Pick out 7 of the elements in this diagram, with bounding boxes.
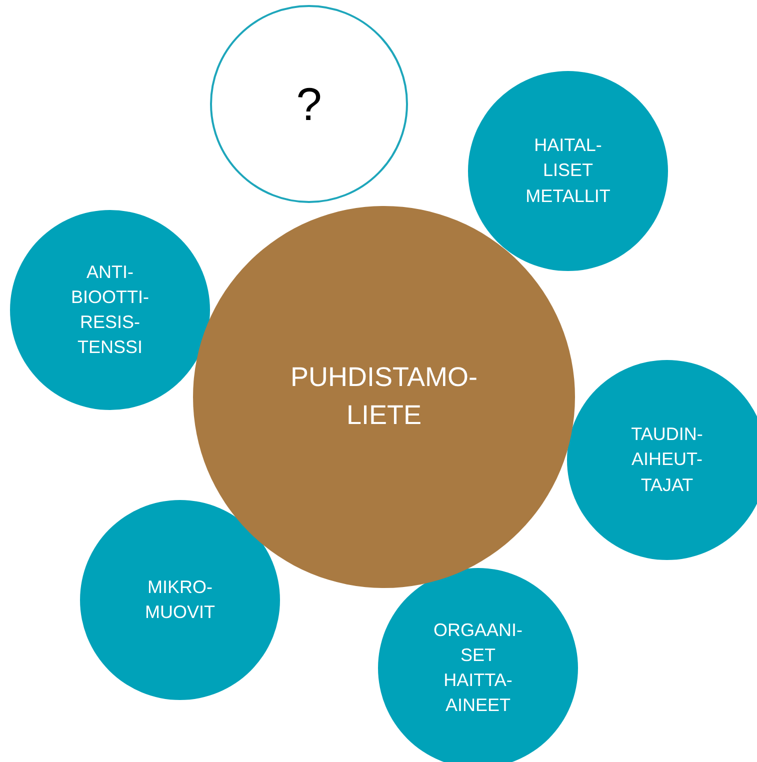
node-label: ORGAANI- SET HAITTA- AINEET [433, 618, 522, 718]
node-label: ANTI- BIOOTTI- RESIS- TENSSI [71, 260, 149, 360]
node-label: HAITAL- LISET METALLIT [526, 134, 610, 208]
node-label: PUHDISTAMO- LIETE [290, 361, 478, 432]
node-label: TAUDIN- AIHEUT- TAJAT [631, 423, 703, 497]
node-label: MIKRO- MUOVIT [145, 576, 215, 624]
node-label: ? [296, 76, 322, 132]
